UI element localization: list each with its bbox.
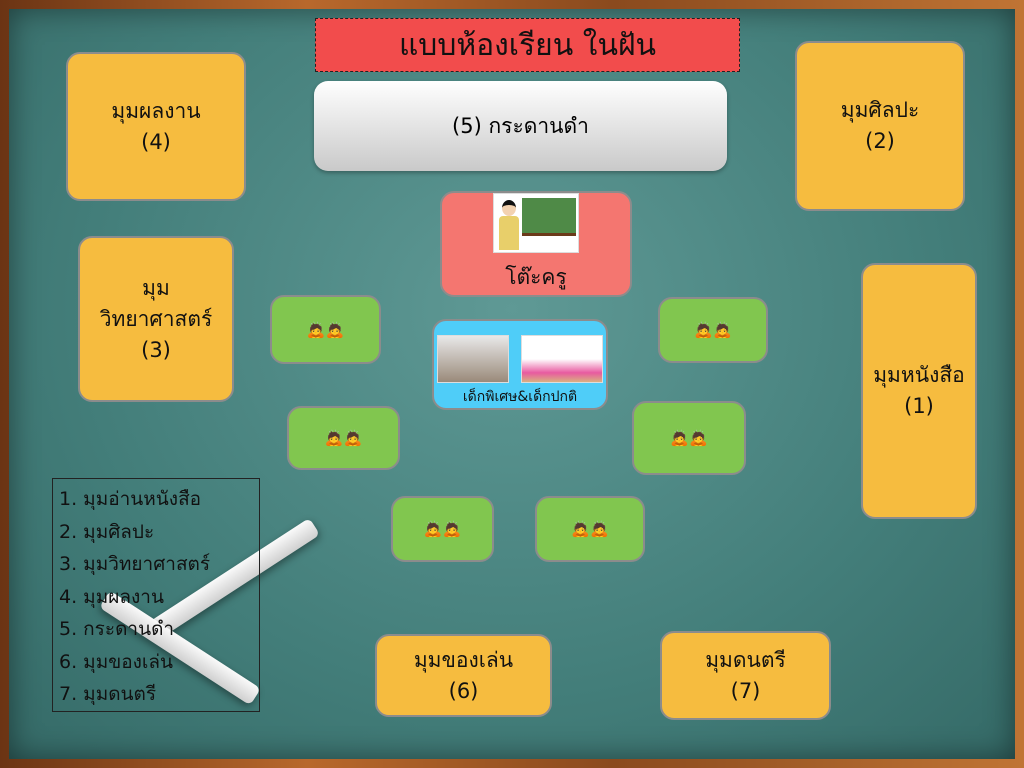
blackboard: (5) กระดานดำ xyxy=(314,81,727,171)
corner-number: (7) xyxy=(730,678,761,703)
corner-number: (6) xyxy=(448,678,479,703)
teacher-desk: โต๊ะครู xyxy=(440,191,632,297)
bowing-person-icon: 🙇🙇 xyxy=(670,429,708,447)
legend-item: 1. มุมอ่านหนังสือ xyxy=(59,488,202,510)
legend-item: 7. มุมดนตรี xyxy=(59,683,157,705)
corner-label: วิทยาศาสตร์ xyxy=(99,306,213,331)
corner-works: มุมผลงาน (4) xyxy=(66,52,246,201)
bowing-person-icon: 🙇🙇 xyxy=(694,321,732,339)
legend-item: 3. มุมวิทยาศาสตร์ xyxy=(59,553,211,575)
bowing-person-icon: 🙇🙇 xyxy=(306,320,345,339)
corner-label: มุม xyxy=(142,275,170,300)
student-desk: 🙇🙇 xyxy=(535,496,645,562)
corner-label: มุมของเล่น xyxy=(413,647,514,672)
students-area: เด็กพิเศษ&เด็กปกติ xyxy=(432,319,608,410)
students-label: เด็กพิเศษ&เด็กปกติ xyxy=(462,389,578,405)
corner-label: มุมหนังสือ xyxy=(873,363,965,387)
corner-books: มุมหนังสือ (1) xyxy=(861,263,977,519)
corner-science: มุม วิทยาศาสตร์ (3) xyxy=(78,236,234,402)
legend-list: 1. มุมอ่านหนังสือ 2. มุมศิลปะ 3. มุมวิทย… xyxy=(52,478,260,712)
legend-item: 2. มุมศิลปะ xyxy=(59,520,155,543)
corner-music: มุมดนตรี (7) xyxy=(660,631,831,720)
legend-item: 5. กระดานดำ xyxy=(59,618,175,640)
legend-item: 6. มุมของเล่น xyxy=(59,650,174,673)
boy-photo xyxy=(437,335,509,383)
legend-item: 4. มุมผลงาน xyxy=(59,585,164,608)
bowing-person-icon: 🙇🙇 xyxy=(324,429,363,447)
corner-art: มุมศิลปะ (2) xyxy=(795,41,965,211)
student-desk: 🙇🙇 xyxy=(270,295,381,364)
student-desk: 🙇🙇 xyxy=(658,297,768,363)
corner-number: (2) xyxy=(865,129,895,153)
corner-label: มุมผลงาน xyxy=(111,98,201,123)
corner-number: (1) xyxy=(904,394,934,418)
corner-label: มุมดนตรี xyxy=(705,647,786,672)
corner-toys: มุมของเล่น (6) xyxy=(375,634,552,717)
corner-label: มุมศิลปะ xyxy=(840,98,920,122)
bowing-person-icon: 🙇🙇 xyxy=(571,520,609,538)
corner-number: (3) xyxy=(141,337,171,362)
page-title: แบบห้องเรียน ในฝัน xyxy=(315,18,740,72)
student-desk: 🙇🙇 xyxy=(287,406,400,470)
student-desk: 🙇🙇 xyxy=(632,401,746,475)
student-desk: 🙇🙇 xyxy=(391,496,494,562)
girl-photo xyxy=(521,335,603,383)
bowing-person-icon: 🙇🙇 xyxy=(423,520,462,538)
corner-number: (4) xyxy=(141,129,171,154)
teacher-image xyxy=(493,193,579,253)
teacher-desk-label: โต๊ะครู xyxy=(505,265,567,289)
